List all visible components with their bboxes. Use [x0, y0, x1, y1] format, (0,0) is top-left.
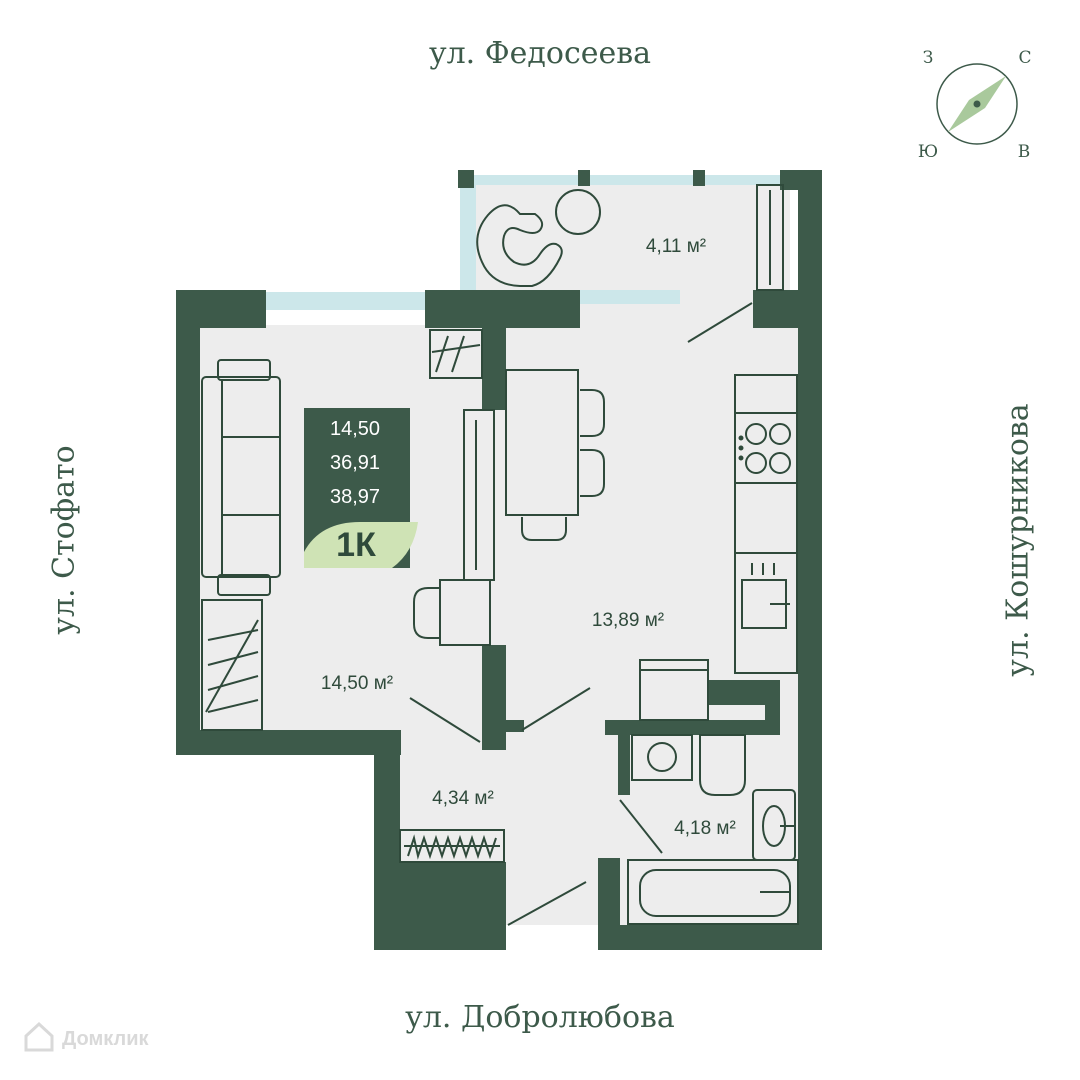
- compass-west: З: [923, 48, 934, 68]
- apartment-info-card: 14,50 36,91 38,97 1К: [304, 408, 418, 568]
- washing-machine: [631, 734, 693, 781]
- doors: [409, 302, 753, 926]
- furniture: [201, 184, 799, 925]
- watermark-text: Домклик: [62, 1028, 149, 1050]
- home-icon: [24, 1021, 54, 1052]
- desk-chair: [413, 587, 440, 639]
- compass-icon: З С Ю В: [918, 48, 1032, 162]
- balcony-chair: [476, 204, 563, 287]
- balcony-table: [555, 189, 601, 235]
- fridge: [639, 659, 709, 721]
- area-label-kitchen: 13,89 м²: [592, 610, 664, 631]
- dining-chair: [521, 517, 567, 541]
- card-apartment-type: 1К: [336, 526, 376, 564]
- walls: [176, 170, 822, 950]
- toilet: [699, 734, 746, 796]
- dining-table: [505, 369, 579, 516]
- compass-north: С: [1018, 48, 1031, 68]
- stove-burner: [769, 452, 791, 474]
- sofa: [201, 376, 281, 578]
- stove-burner: [769, 423, 791, 445]
- balcony-cabinet: [756, 184, 784, 291]
- area-label-hallway: 4,34 м²: [432, 788, 494, 809]
- compass-east: В: [1018, 142, 1031, 162]
- card-area-with-balcony: 38,97: [330, 486, 380, 508]
- shoe-cabinet: [399, 829, 505, 863]
- cabinet-small: [429, 329, 483, 379]
- wardrobe-bedroom: [201, 599, 263, 731]
- bathtub: [627, 859, 799, 925]
- windows: [265, 175, 790, 310]
- dining-chair: [580, 449, 605, 497]
- stove-burner: [745, 423, 767, 445]
- card-total-area: 36,91: [330, 452, 380, 474]
- area-label-balcony: 4,11 м²: [646, 236, 706, 257]
- kitchen-counter: [734, 374, 798, 674]
- card-living-area: 14,50: [330, 418, 380, 440]
- floor-fill: [200, 180, 800, 930]
- desk: [439, 579, 491, 646]
- area-label-bedroom: 14,50 м²: [321, 673, 393, 694]
- street-label-top: ул. Федосеева: [428, 36, 652, 71]
- street-label-bottom: ул. Добролюбова: [405, 1000, 675, 1035]
- dining-chair: [580, 389, 605, 437]
- stove-burner: [745, 452, 767, 474]
- area-label-bathroom: 4,18 м²: [674, 818, 736, 839]
- compass-south: Ю: [918, 142, 938, 162]
- watermark: Домклик: [24, 1021, 149, 1052]
